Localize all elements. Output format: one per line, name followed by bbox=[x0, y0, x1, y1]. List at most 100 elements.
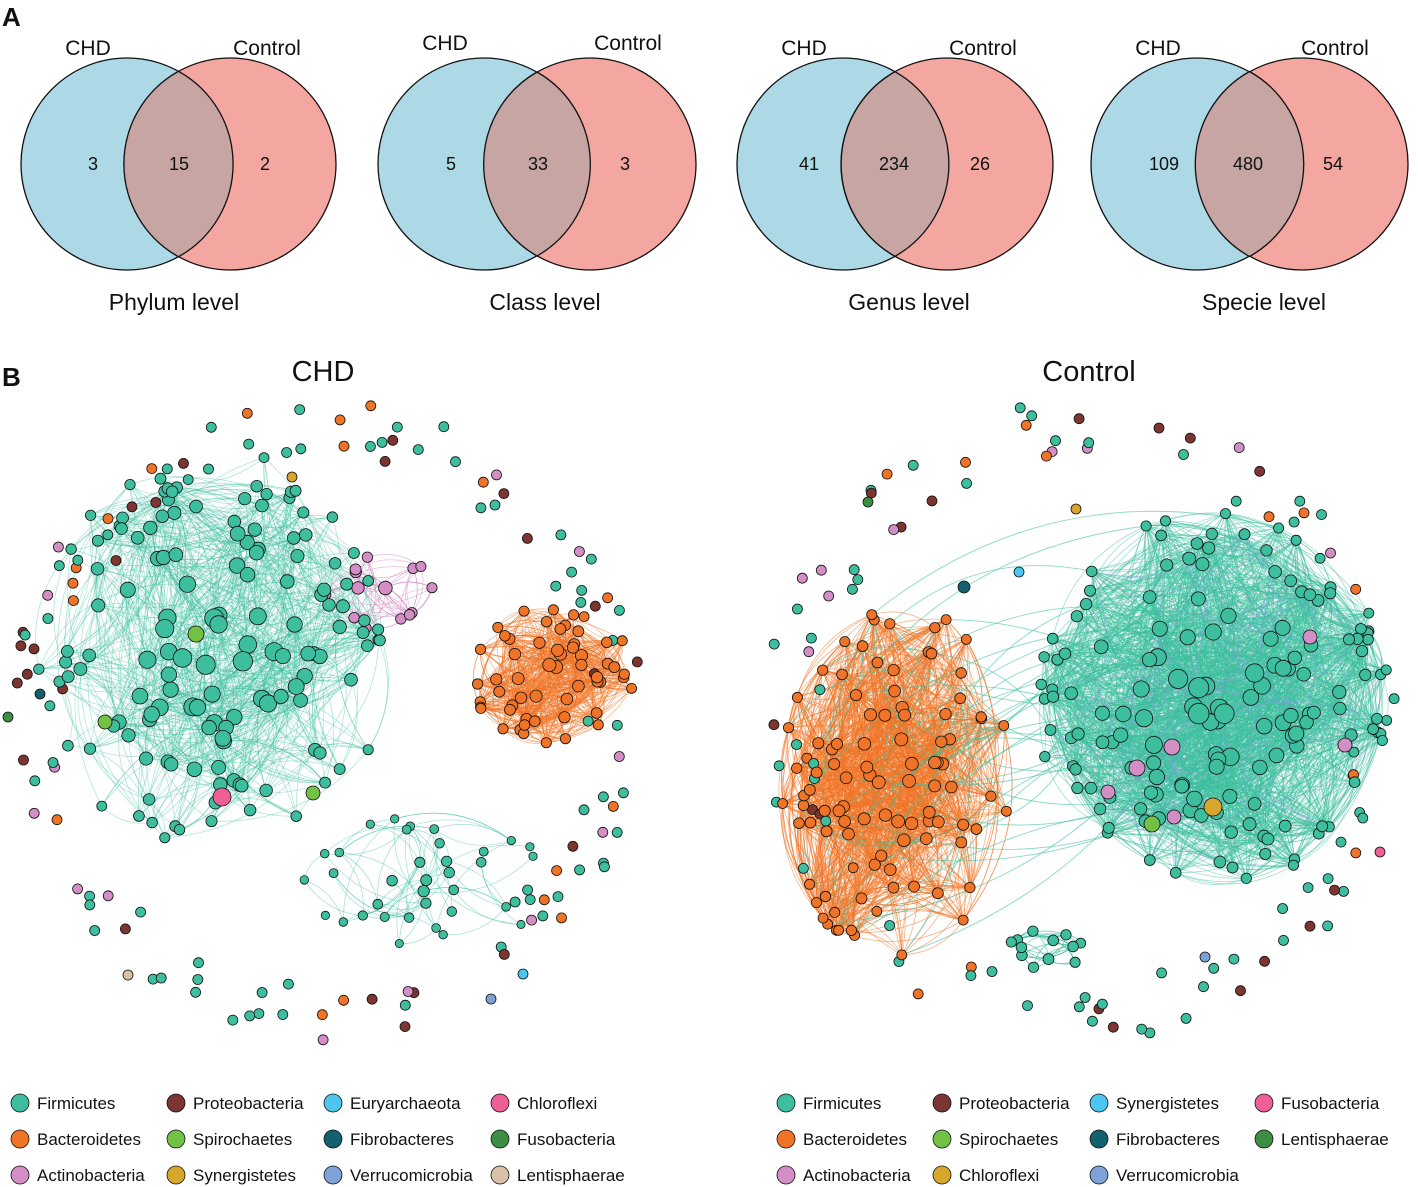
network-node bbox=[366, 993, 378, 1005]
network-edge bbox=[223, 740, 326, 783]
network-edge bbox=[167, 584, 202, 762]
network-edge bbox=[343, 911, 410, 923]
network-edge bbox=[97, 491, 165, 541]
network-edge bbox=[147, 659, 224, 742]
network-node bbox=[358, 614, 371, 627]
network-edge bbox=[257, 549, 300, 687]
network-node bbox=[550, 580, 562, 592]
network-node bbox=[529, 689, 543, 703]
network-edge bbox=[239, 624, 297, 785]
network-node bbox=[160, 666, 177, 683]
network-node bbox=[598, 791, 609, 803]
network-edge bbox=[38, 515, 93, 670]
network-edge bbox=[257, 549, 325, 754]
network-edge bbox=[137, 537, 244, 662]
network-node bbox=[335, 599, 350, 614]
network-node bbox=[189, 499, 203, 514]
venn-chd-label: CHD bbox=[422, 32, 468, 55]
network-node bbox=[348, 612, 360, 624]
network-edge bbox=[164, 661, 244, 838]
network-node bbox=[146, 463, 158, 475]
venn-chd-label: CHD bbox=[1135, 37, 1181, 60]
network-edge bbox=[97, 568, 168, 618]
network-node bbox=[28, 643, 40, 655]
network-edge bbox=[158, 516, 206, 666]
network-node bbox=[155, 509, 170, 523]
network-edge bbox=[97, 568, 148, 660]
network-edge bbox=[121, 483, 296, 529]
network-edge bbox=[499, 678, 579, 693]
network-edge bbox=[129, 484, 188, 585]
network-edge bbox=[89, 748, 150, 800]
network-edge bbox=[157, 509, 304, 559]
network-edge bbox=[159, 478, 244, 662]
network-node bbox=[290, 810, 302, 822]
network-edge bbox=[309, 626, 340, 751]
network-node bbox=[241, 407, 253, 419]
network-edge bbox=[477, 683, 566, 739]
network-edge bbox=[425, 844, 530, 881]
network-edge bbox=[247, 573, 344, 607]
network-edge bbox=[97, 540, 284, 657]
network-node bbox=[533, 636, 546, 649]
network-node bbox=[340, 577, 354, 591]
network-edge bbox=[365, 587, 433, 629]
network-edge bbox=[247, 594, 322, 645]
network-node bbox=[403, 609, 416, 621]
network-edge bbox=[304, 620, 365, 677]
venn-shared-count: 234 bbox=[879, 154, 909, 174]
network-node bbox=[501, 901, 511, 912]
network-node bbox=[351, 581, 365, 595]
network-node bbox=[102, 529, 114, 541]
network-edge bbox=[339, 626, 358, 770]
network-edge bbox=[67, 651, 161, 708]
network-edge bbox=[149, 557, 195, 770]
network-node bbox=[402, 986, 414, 997]
network-node bbox=[203, 685, 221, 703]
network-node bbox=[135, 906, 147, 918]
network-node bbox=[195, 654, 216, 675]
network-node bbox=[572, 679, 585, 693]
network-node bbox=[492, 621, 504, 633]
network-edge bbox=[208, 626, 340, 728]
network-node bbox=[297, 506, 310, 519]
network-edge bbox=[261, 505, 352, 680]
network-node bbox=[227, 1014, 239, 1026]
panel-a-letter: A bbox=[2, 2, 21, 32]
network-node bbox=[84, 899, 96, 911]
network-edge bbox=[247, 574, 306, 677]
venn-overlap bbox=[1194, 70, 1305, 258]
network-edge bbox=[243, 491, 292, 645]
network-edge bbox=[480, 676, 601, 709]
network-edge bbox=[68, 512, 175, 677]
network-edge bbox=[122, 517, 156, 660]
network-edge bbox=[150, 527, 294, 552]
network-edge bbox=[222, 737, 326, 783]
network-node bbox=[540, 616, 553, 628]
network-node bbox=[386, 875, 398, 887]
network-edge bbox=[151, 714, 212, 822]
network-node bbox=[443, 866, 455, 879]
network-node bbox=[258, 452, 270, 464]
network-edge bbox=[446, 860, 507, 907]
network-node bbox=[438, 421, 450, 433]
network-edge bbox=[293, 537, 341, 627]
network-edge bbox=[137, 487, 178, 660]
network-node bbox=[248, 545, 265, 561]
network-edge bbox=[90, 515, 129, 591]
network-edge bbox=[223, 740, 326, 783]
venn-diagram-phylum: CHD Control 3 15 2 Phylum level bbox=[20, 37, 337, 315]
network-edge bbox=[127, 589, 194, 707]
network-edge bbox=[95, 568, 172, 765]
network-node bbox=[119, 581, 136, 598]
network-node bbox=[146, 816, 158, 829]
network-edge bbox=[80, 668, 153, 823]
network-edge bbox=[263, 494, 321, 657]
network-edge bbox=[254, 529, 309, 654]
network-node bbox=[613, 751, 625, 762]
venn-diagram-specie: CHD Control 109 480 54 Specie level bbox=[1090, 37, 1409, 315]
network-edge bbox=[502, 635, 527, 720]
network-node bbox=[155, 549, 171, 566]
network-node bbox=[412, 444, 424, 456]
network-edge bbox=[325, 566, 414, 595]
